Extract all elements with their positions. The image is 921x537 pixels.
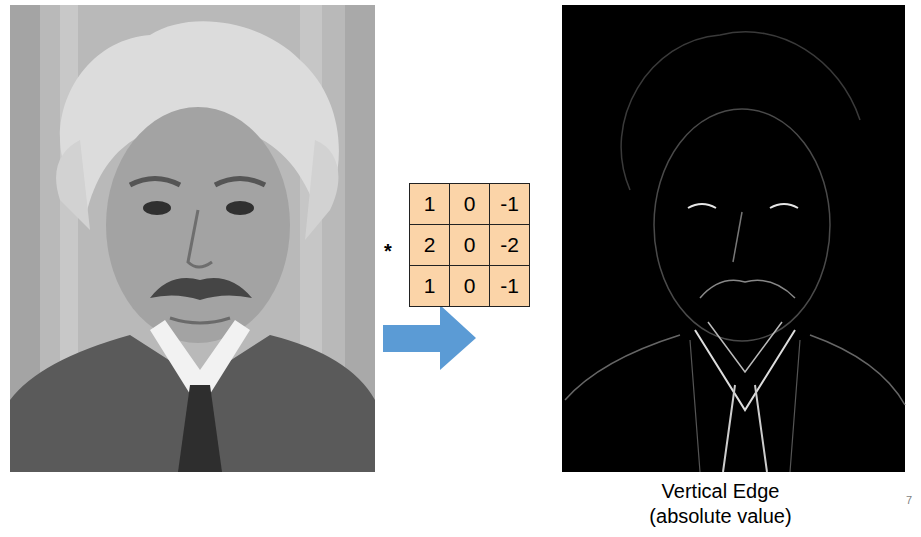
kernel-cell: 0 — [449, 265, 490, 307]
brow — [130, 179, 180, 186]
eye — [226, 201, 254, 215]
kernel-cell: 2 — [409, 224, 450, 266]
kernel-value: 1 — [424, 274, 436, 298]
edge-line — [654, 109, 830, 341]
portrait-photo — [10, 5, 375, 472]
kernel-value: 0 — [464, 192, 476, 216]
page-number: 7 — [906, 494, 912, 506]
nose — [188, 210, 212, 267]
photo-ground — [10, 5, 375, 472]
edge-line — [733, 212, 742, 262]
edge-line — [688, 204, 716, 208]
kernel-value: -1 — [500, 192, 519, 216]
suit — [10, 335, 375, 472]
edge-image — [562, 5, 905, 472]
kernel-cell: 0 — [449, 183, 490, 225]
image-ground — [562, 5, 905, 472]
mustache — [150, 278, 252, 300]
eye — [143, 201, 171, 215]
edge-line — [708, 322, 782, 372]
kernel-value: -2 — [500, 233, 519, 257]
edge-line — [700, 280, 795, 298]
edge-line — [690, 340, 800, 472]
kernel-cell: 1 — [409, 183, 450, 225]
kernel-value: 0 — [464, 274, 476, 298]
kernel-value: 0 — [464, 233, 476, 257]
caption: Vertical Edge (absolute value) — [633, 479, 808, 529]
kernel-cell: -1 — [489, 183, 530, 225]
kernel-cell: 0 — [449, 224, 490, 266]
tie — [178, 385, 222, 472]
convolution-symbol: * — [384, 240, 392, 263]
kernel-cell: -1 — [489, 265, 530, 307]
flow-arrow — [383, 305, 476, 370]
mouth — [170, 318, 230, 323]
brow — [215, 179, 265, 186]
edge-line — [565, 335, 905, 405]
kernel-value: 2 — [424, 233, 436, 257]
face — [106, 107, 290, 343]
edge-line — [723, 385, 767, 472]
edge-line — [770, 204, 798, 208]
edge-line — [695, 330, 795, 410]
kernel-cell: 1 — [409, 265, 450, 307]
edge-line — [621, 32, 860, 190]
kernel-value: 1 — [424, 192, 436, 216]
kernel-value: -1 — [500, 274, 519, 298]
kernel-cell: -2 — [489, 224, 530, 266]
